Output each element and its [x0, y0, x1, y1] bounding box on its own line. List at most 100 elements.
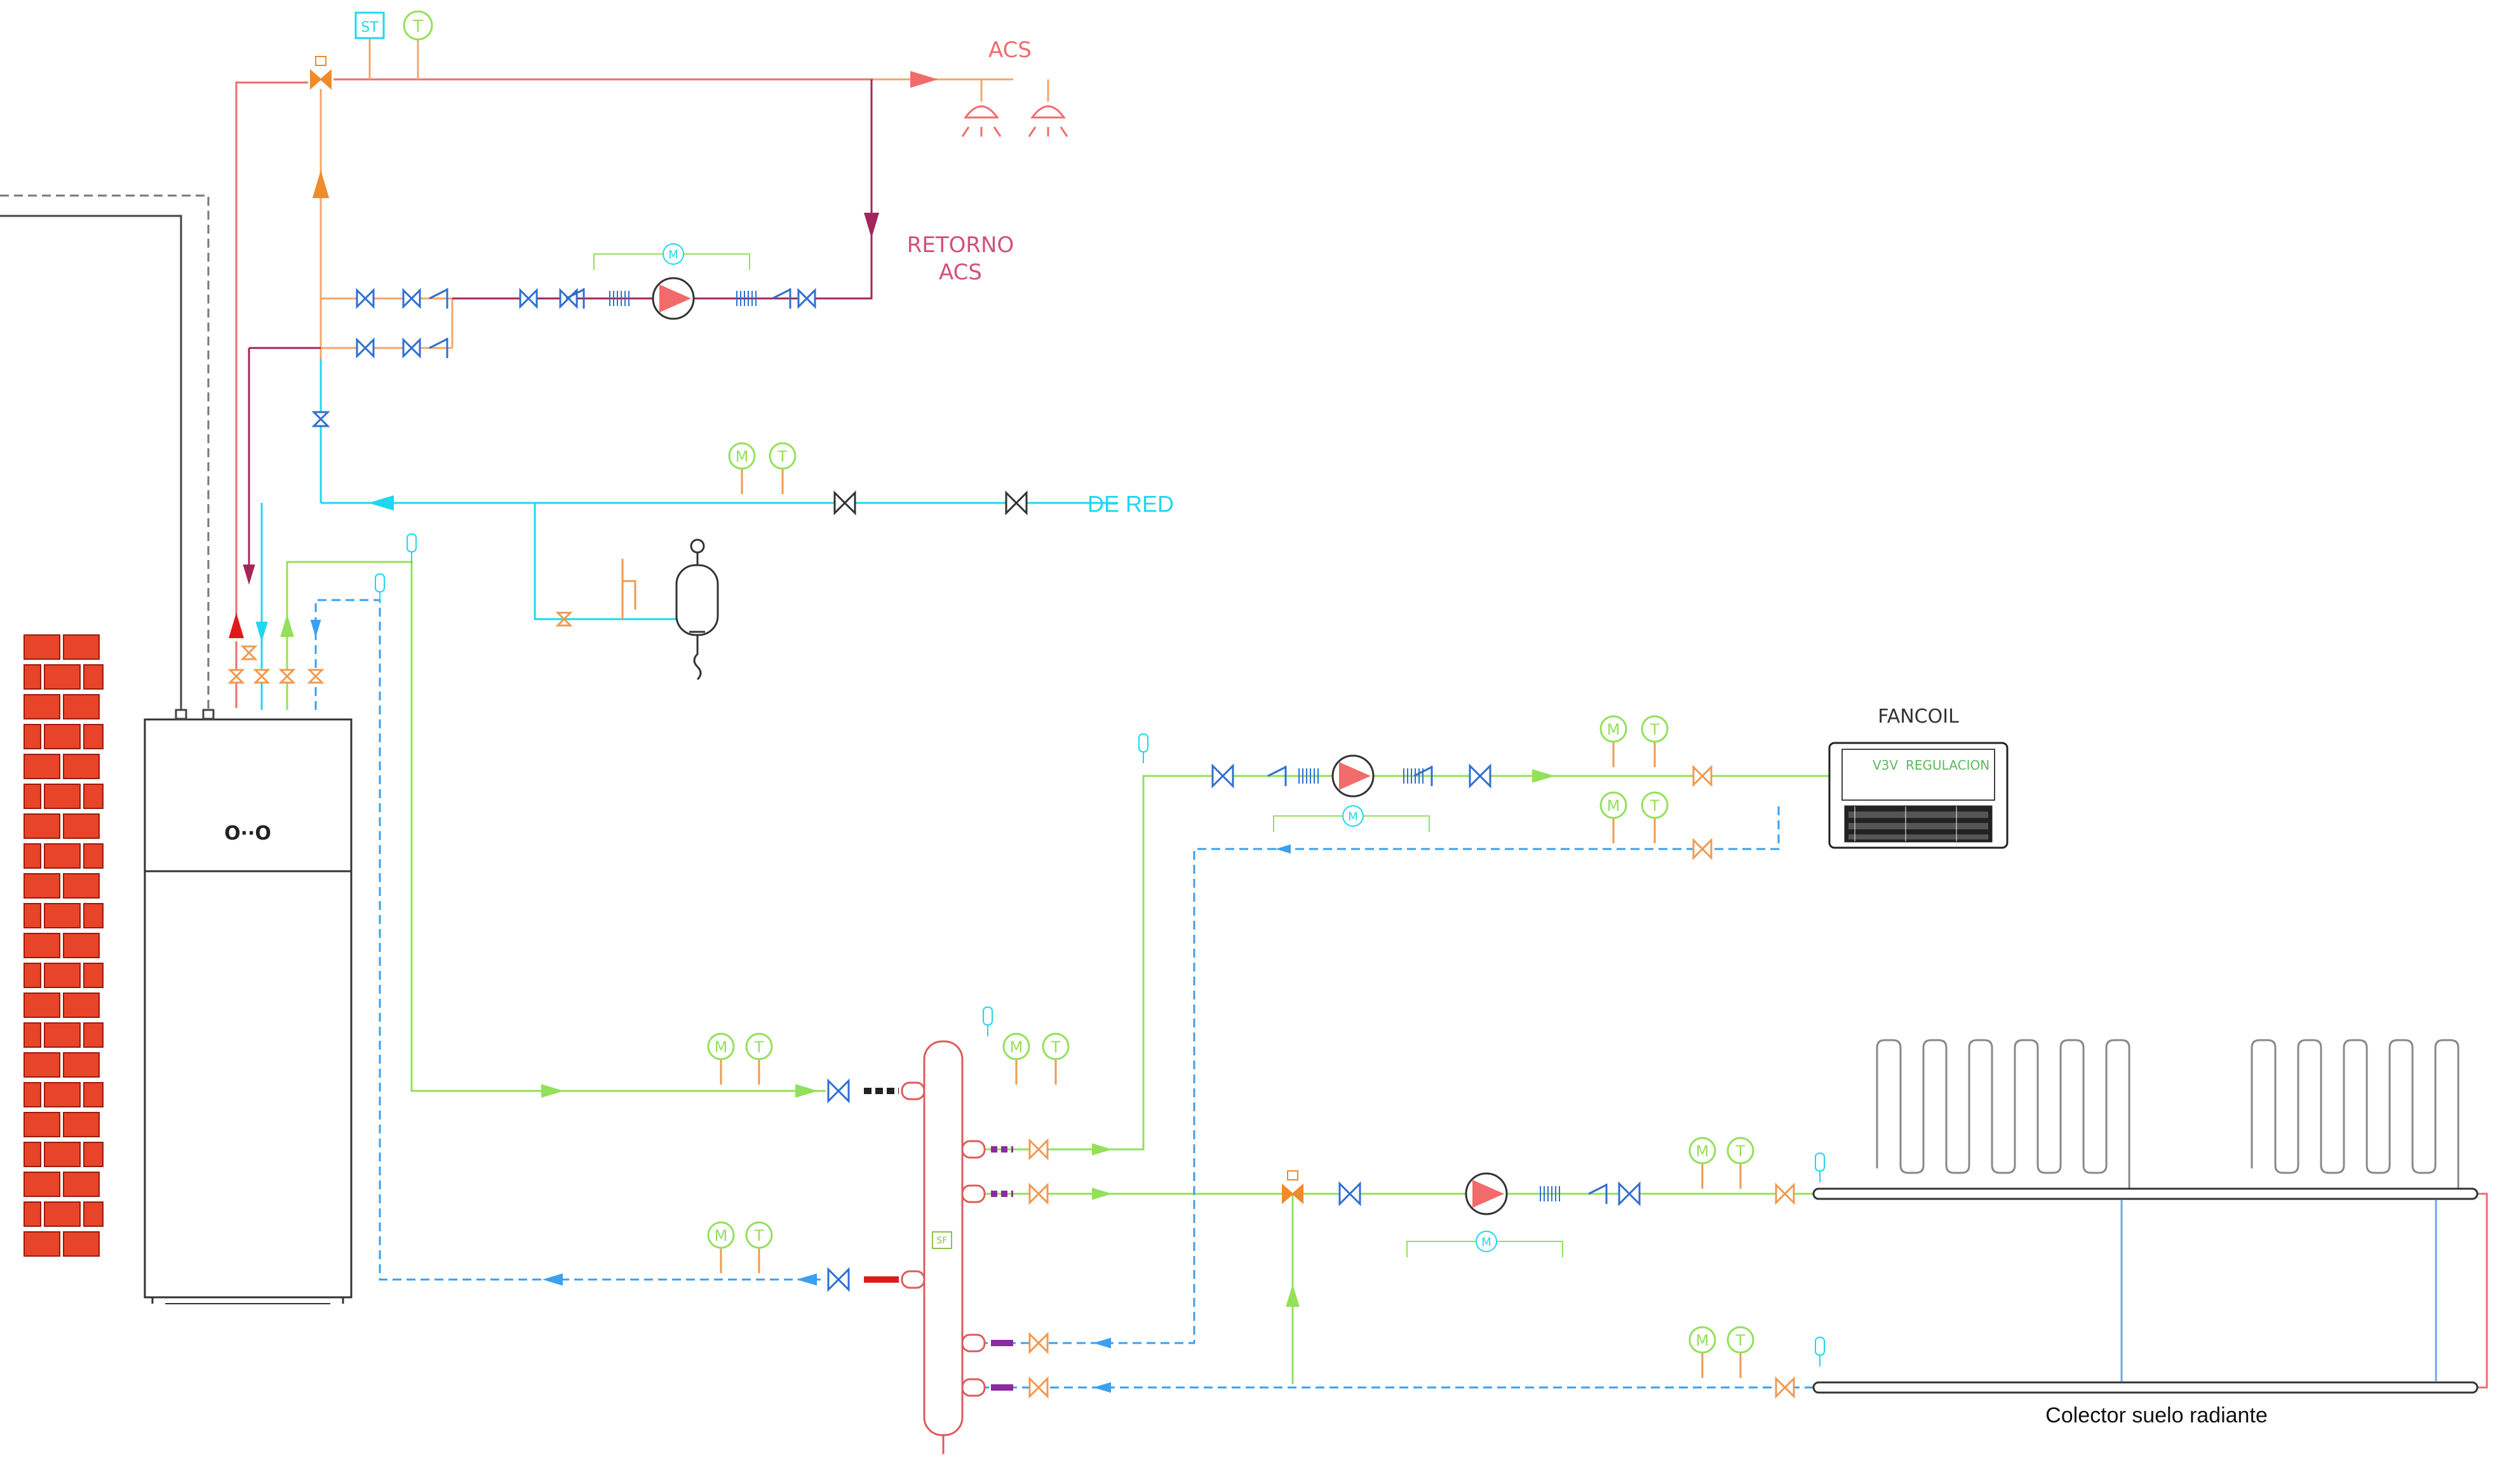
thermometer: T [769, 442, 797, 494]
svg-text:M: M [668, 248, 678, 262]
brick [44, 664, 81, 690]
gauge-label: T [1735, 1332, 1746, 1349]
brick [44, 1142, 81, 1167]
thermometer: T [1042, 1033, 1070, 1085]
valve [402, 337, 421, 359]
thermometer: T [1641, 715, 1669, 767]
flow-arrow [541, 1084, 564, 1098]
brick [24, 664, 41, 690]
separator-connections [864, 1088, 1013, 1391]
brick [24, 1112, 60, 1137]
valve [1618, 1181, 1641, 1207]
valve [827, 1078, 850, 1104]
retorno-label: RETORNO [907, 232, 1014, 258]
flow-arrow [910, 70, 938, 88]
brick [83, 784, 104, 809]
flow-arrow [368, 495, 394, 511]
gauge-label: M [736, 448, 749, 465]
fancoil-label: FANCOIL [1878, 705, 1959, 728]
brick [63, 694, 100, 719]
flow-arrow [1092, 1187, 1112, 1200]
brick [63, 754, 100, 779]
brick [24, 873, 60, 899]
circulation-pump [652, 277, 1508, 1215]
brick [44, 963, 81, 988]
flow-arrow [1093, 1337, 1111, 1349]
valve [1775, 1182, 1795, 1205]
valve [1692, 765, 1713, 787]
brick [24, 933, 60, 958]
brick [24, 634, 60, 660]
manometer: M [728, 442, 756, 494]
floor-heating-collector [1812, 1187, 2479, 1394]
manometer: M [707, 1221, 735, 1273]
svg-text:T: T [412, 17, 423, 36]
valve [278, 669, 296, 684]
filter [1298, 768, 1319, 784]
brick [24, 843, 41, 869]
three-way-valve [310, 56, 332, 90]
valve [1028, 1182, 1049, 1205]
valve [356, 288, 375, 309]
flow-arrow [1532, 769, 1555, 783]
flow-arrow [312, 170, 330, 198]
heat-pump-unit [144, 718, 353, 1304]
brick [24, 903, 41, 928]
valve [555, 612, 573, 627]
brick [24, 963, 41, 988]
gauge-label: T [1650, 721, 1660, 739]
brick-wall [24, 634, 104, 1257]
brick [24, 1022, 41, 1048]
brick [83, 963, 104, 988]
valve [797, 288, 816, 309]
flow-arrow [795, 1084, 818, 1098]
valve [1469, 763, 1491, 789]
flow-arrow [310, 620, 321, 638]
brick [24, 784, 41, 809]
colector-label: Colector suelo radiante [2045, 1403, 2268, 1427]
brick [24, 1201, 41, 1227]
flow-arrow [1093, 1382, 1111, 1393]
valve [1005, 490, 1028, 516]
gauge-label: M [1607, 721, 1620, 739]
valve [356, 337, 375, 359]
thermometer: T [1727, 1326, 1754, 1378]
brick [24, 1172, 60, 1197]
svg-text:M: M [1481, 1236, 1491, 1249]
acs-return-pipe [248, 79, 873, 575]
gauge-label: T [1051, 1038, 1061, 1056]
pump-motor: M [1406, 1231, 1563, 1257]
shower-outlet [961, 105, 1068, 137]
valve [307, 669, 325, 684]
brick [24, 694, 60, 719]
flow-arrow [229, 613, 244, 638]
brick [83, 903, 104, 928]
v3v-label: V3V [1873, 758, 1898, 773]
brick [83, 1082, 104, 1107]
st-sensor: ST [354, 11, 385, 39]
manometer: M [1599, 791, 1627, 843]
gauge-label: T [777, 448, 788, 465]
separator-nozzle [901, 1081, 986, 1397]
filter [1540, 1186, 1560, 1201]
control-cable [0, 194, 215, 720]
gauge-label: T [1735, 1142, 1746, 1160]
unit-display: O∙∙O [224, 822, 271, 845]
valve [1211, 763, 1234, 789]
pump-motor: M [593, 243, 750, 270]
valve [1028, 1376, 1049, 1399]
brick [83, 664, 104, 690]
gauge-label: M [715, 1038, 728, 1056]
valve [519, 288, 538, 309]
valve [253, 669, 271, 684]
svg-text:ST: ST [361, 20, 379, 36]
gauge-label: T [1650, 797, 1660, 815]
check-valve [1588, 1184, 1608, 1204]
valve [1775, 1376, 1795, 1399]
pump [1331, 754, 1375, 798]
brick [83, 1022, 104, 1048]
air-vent-icon [1815, 1337, 1825, 1367]
gauge-label: M [715, 1227, 728, 1245]
thermometer: T [745, 1221, 773, 1273]
